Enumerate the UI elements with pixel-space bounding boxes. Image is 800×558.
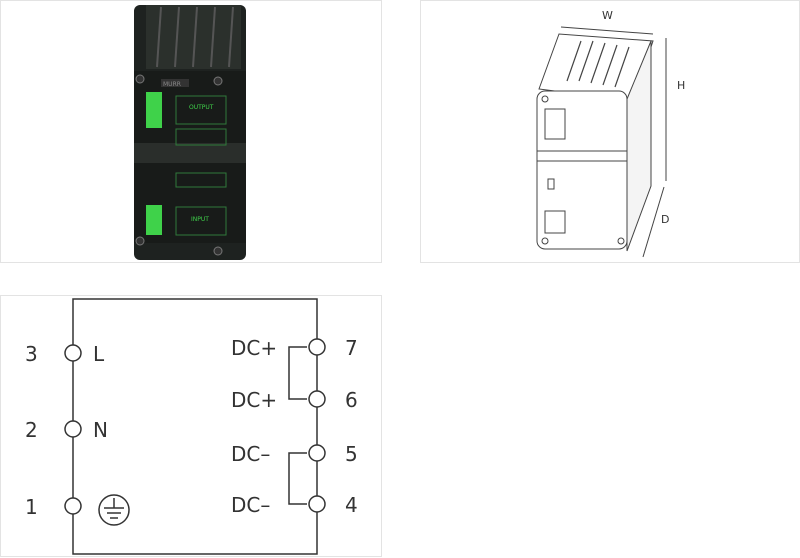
- terminal-number: 5: [345, 442, 358, 466]
- ground-icon: [98, 494, 130, 526]
- height-label: H: [677, 79, 685, 92]
- terminal-number: 7: [345, 336, 358, 360]
- terminal-3: [64, 344, 82, 362]
- product-photo-panel[interactable]: MURR OUTPUT INPUT: [0, 0, 382, 263]
- wiring-diagram-panel[interactable]: 3 L 2 N 1 DC+ 7 DC+ 6 DC– 5 DC– 4: [0, 295, 382, 557]
- dimension-drawing-panel[interactable]: W H D: [420, 0, 800, 263]
- terminal-label: L: [93, 342, 105, 366]
- terminal-number: 6: [345, 388, 358, 412]
- brand-label: MURR: [163, 81, 181, 88]
- output-label: OUTPUT: [189, 104, 214, 111]
- terminal-1: [64, 497, 82, 515]
- width-label: W: [602, 9, 613, 22]
- wiring-diagram: 3 L 2 N 1 DC+ 7 DC+ 6 DC– 5 DC– 4: [25, 298, 358, 555]
- terminal-label: DC+: [231, 336, 277, 360]
- power-supply-photo: MURR OUTPUT INPUT: [134, 5, 246, 260]
- terminal-5: [308, 444, 326, 462]
- depth-label: D: [661, 213, 669, 226]
- terminal-number: 1: [25, 495, 38, 519]
- input-terminal-block: [146, 205, 162, 235]
- terminal-6: [308, 390, 326, 408]
- terminal-label: N: [93, 418, 108, 442]
- terminal-label: DC–: [231, 493, 270, 517]
- terminal-label: DC–: [231, 442, 270, 466]
- terminal-2: [64, 420, 82, 438]
- terminal-label: DC+: [231, 388, 277, 412]
- terminal-4: [308, 495, 326, 513]
- terminal-number: 4: [345, 493, 358, 517]
- terminal-number: 2: [25, 418, 38, 442]
- output-terminal-block: [146, 92, 162, 128]
- dimension-drawing: W H D: [536, 9, 685, 258]
- terminal-number: 3: [25, 342, 38, 366]
- terminal-7: [308, 338, 326, 356]
- input-label: INPUT: [191, 216, 209, 223]
